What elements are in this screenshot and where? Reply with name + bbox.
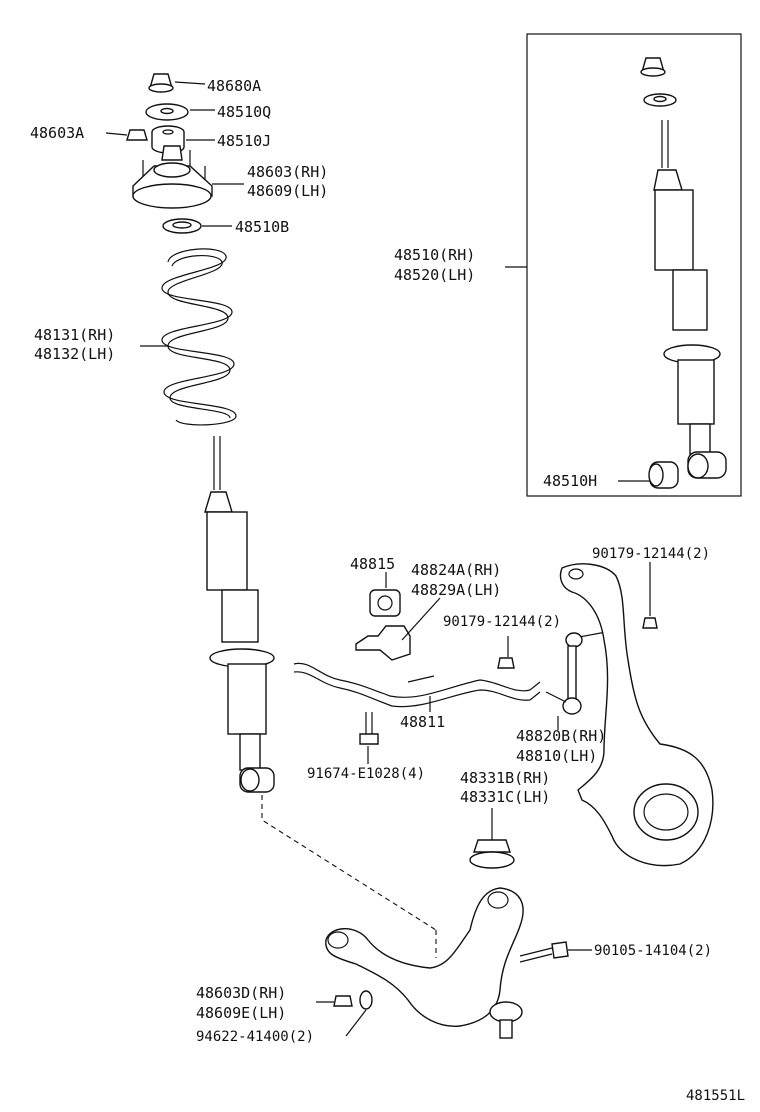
label-48603-rh: 48603(RH) <box>247 163 328 181</box>
bushing-48510h <box>648 461 679 489</box>
label-48520-lh: 48520(LH) <box>394 266 475 284</box>
inset-box <box>526 33 742 497</box>
lower-ball-joint <box>489 1001 523 1039</box>
steering-knuckle <box>559 563 714 867</box>
label-94622-41400: 94622-41400(2) <box>196 1029 314 1045</box>
label-48132-lh: 48132(LH) <box>34 345 115 363</box>
label-48331c-lh: 48331C(LH) <box>460 788 550 806</box>
label-48510j: 48510J <box>217 132 271 150</box>
label-48811: 48811 <box>400 713 445 731</box>
label-48510b: 48510B <box>235 218 289 236</box>
label-48603a: 48603A <box>30 124 84 142</box>
bracket-48824a <box>355 625 411 661</box>
stabilizer-bushing-48815 <box>369 589 401 617</box>
label-48810-lh: 48810(LH) <box>516 747 597 765</box>
label-48824a-rh: 48824A(RH) <box>411 561 501 579</box>
label-48603d-rh: 48603D(RH) <box>196 984 286 1002</box>
label-48609e-lh: 48609E(LH) <box>196 1004 286 1022</box>
strut-assembly-inset <box>640 57 727 479</box>
bolt-90105 <box>519 941 569 963</box>
nut-48680a <box>148 73 174 93</box>
label-91674-e1028: 91674-E1028(4) <box>307 766 425 782</box>
ball-joint-48331b <box>469 826 515 869</box>
insulator-48510b <box>162 218 202 234</box>
nut-48603a <box>126 129 148 141</box>
label-48815: 48815 <box>350 555 395 573</box>
label-48510h: 48510H <box>543 472 597 490</box>
support-48603 <box>132 145 213 209</box>
label-48131-rh: 48131(RH) <box>34 326 115 344</box>
label-90179-12144-knuckle: 90179-12144(2) <box>592 546 710 562</box>
washer-48510q <box>145 103 189 121</box>
label-48510q: 48510Q <box>217 103 271 121</box>
nut-90179-knuckle <box>642 617 658 629</box>
label-48510-rh: 48510(RH) <box>394 246 475 264</box>
stabilizer-link-48820b <box>545 631 607 715</box>
stabilizer-bar-48811 <box>293 662 541 708</box>
shock-absorber-left <box>204 436 275 793</box>
label-48609-lh: 48609(LH) <box>247 182 328 200</box>
label-48829a-lh: 48829A(LH) <box>411 581 501 599</box>
label-48820b-rh: 48820B(RH) <box>516 727 606 745</box>
label-90179-12144-bar: 90179-12144(2) <box>443 614 561 630</box>
bolt-91674 <box>359 712 379 745</box>
coil-spring-48131 <box>161 248 237 426</box>
label-48680a: 48680A <box>207 77 261 95</box>
diagram-id: 481551L <box>686 1088 745 1104</box>
label-90105-14104: 90105-14104(2) <box>594 943 712 959</box>
nut-90179-right <box>497 657 515 669</box>
washer-94622 <box>359 990 373 1010</box>
label-48331b-rh: 48331B(RH) <box>460 769 550 787</box>
lower-arm <box>325 887 524 1027</box>
nut-48603d <box>333 995 353 1007</box>
